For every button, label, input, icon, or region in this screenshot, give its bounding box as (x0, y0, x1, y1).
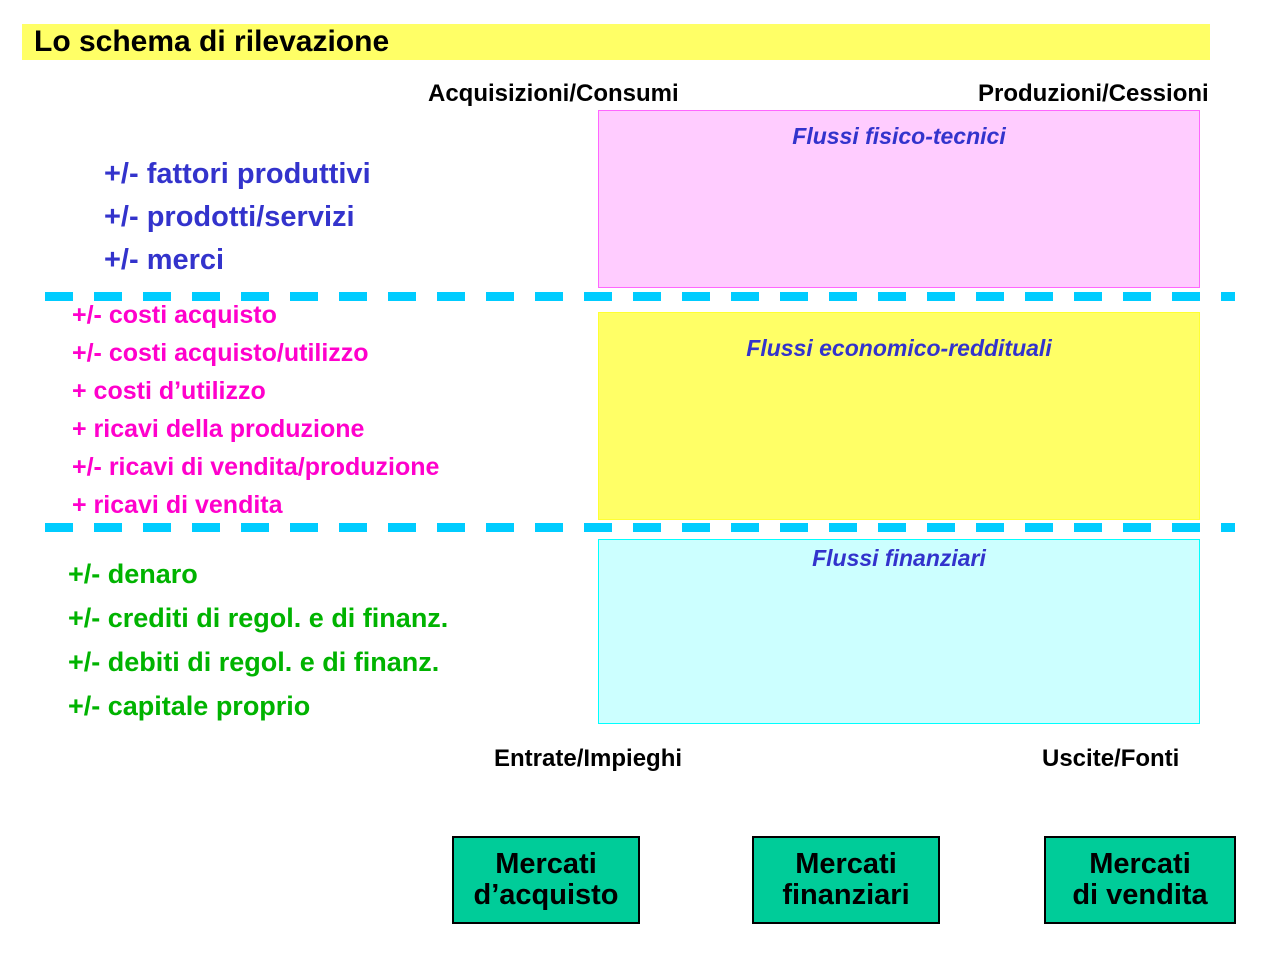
market-box-line2: finanziari (782, 879, 910, 911)
flow-caption-economico-reddituali: Flussi economico-reddituali (746, 335, 1052, 361)
label-entrate-impieghi: Entrate/Impieghi (494, 745, 683, 772)
label-uscite-fonti: Uscite/Fonti (1042, 745, 1180, 772)
flow-box-finanziari: Flussi finanziari (598, 539, 1200, 724)
list-item: +/- ricavi di vendita/produzione (72, 453, 440, 481)
list-item: +/- crediti di regol. e di finanz. (68, 603, 449, 633)
title-highlight-band (22, 24, 1210, 60)
market-box-line2: di vendita (1072, 879, 1208, 911)
list-item: + ricavi di vendita (72, 491, 283, 519)
market-box-acquisto: Mercati d’acquisto (452, 836, 640, 924)
dashed-separator-upper (45, 292, 1235, 301)
list-item: +/- merci (104, 244, 225, 276)
dashed-separator-lower (45, 523, 1235, 532)
list-item: +/- costi acquisto (72, 301, 277, 329)
market-box-finanziari: Mercati finanziari (752, 836, 940, 924)
list-item: +/- fattori produttivi (104, 158, 371, 190)
label-acquisizioni-consumi: Acquisizioni/Consumi (428, 80, 679, 107)
list-item: +/- prodotti/servizi (104, 201, 355, 233)
market-box-vendita: Mercati di vendita (1044, 836, 1236, 924)
market-box-line1: Mercati (495, 847, 597, 880)
list-item: +/- denaro (68, 559, 198, 589)
item-list-economico-reddituali: +/- costi acquisto +/- costi acquisto/ut… (72, 303, 439, 531)
list-item: +/- capitale proprio (68, 691, 311, 721)
market-box-line1: Mercati (1089, 847, 1191, 880)
list-item: + costi d’utilizzo (72, 377, 266, 405)
list-item: + ricavi della produzione (72, 415, 365, 443)
page-title: Lo schema di rilevazione (34, 25, 390, 58)
list-item: +/- debiti di regol. e di finanz. (68, 647, 440, 677)
flow-caption-fisico-tecnici: Flussi fisico-tecnici (792, 123, 1006, 149)
flow-box-economico-reddituali: Flussi economico-reddituali (598, 312, 1200, 520)
item-list-fisico-tecnici: +/- fattori produttivi +/- prodotti/serv… (104, 160, 371, 289)
item-list-finanziari: +/- denaro +/- crediti di regol. e di fi… (68, 561, 448, 737)
market-box-line1: Mercati (795, 847, 897, 880)
market-box-line2: d’acquisto (473, 879, 619, 911)
list-item: +/- costi acquisto/utilizzo (72, 339, 369, 367)
flow-caption-finanziari: Flussi finanziari (812, 545, 986, 571)
label-produzioni-cessioni: Produzioni/Cessioni (978, 80, 1209, 107)
flow-box-fisico-tecnici: Flussi fisico-tecnici (598, 110, 1200, 288)
